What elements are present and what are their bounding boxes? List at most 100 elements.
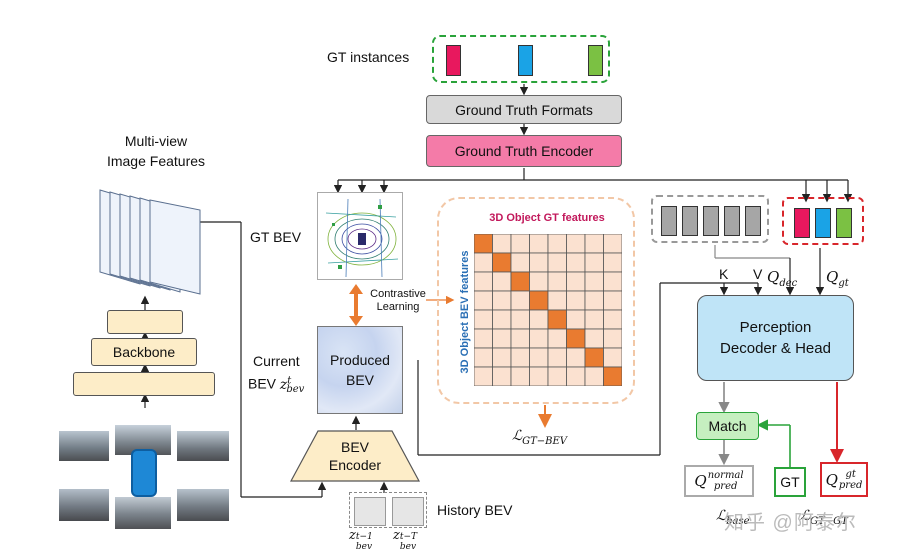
matrix-cell xyxy=(603,347,622,368)
matrix-cell-diagonal xyxy=(547,309,567,330)
produced-bev-line1: Produced xyxy=(330,352,390,368)
matrix-cell xyxy=(492,309,512,330)
matrix-cell-diagonal xyxy=(603,366,622,386)
matrix-cell-diagonal xyxy=(529,290,549,311)
camera-image-back xyxy=(115,497,171,529)
matrix-cell xyxy=(566,252,586,273)
matrix-cell xyxy=(510,309,530,330)
loss-base: ℒbase xyxy=(716,508,750,527)
matrix-cell xyxy=(474,290,493,311)
q-gt-label: Qgt xyxy=(826,268,849,289)
feature-neck-block xyxy=(107,310,183,334)
matrix-cell xyxy=(474,309,493,330)
ground-truth-formats-box: Ground Truth Formats xyxy=(426,95,622,124)
multiview-label-line1: Multi-view xyxy=(124,133,188,149)
backbone-box: Backbone xyxy=(91,338,197,366)
matrix-cell xyxy=(492,234,512,254)
camera-image-front-right xyxy=(177,431,229,461)
match-box: Match xyxy=(696,412,759,440)
q-dec-label: Qdec xyxy=(767,268,798,289)
decoder-query-3 xyxy=(703,206,719,236)
matrix-cell xyxy=(584,290,604,311)
match-label: Match xyxy=(708,418,747,434)
multi-camera-images xyxy=(53,425,233,530)
matrix-cell xyxy=(492,271,512,292)
gt-instance-pink xyxy=(446,45,461,76)
matrix-cell xyxy=(474,252,493,273)
gt-box: GT xyxy=(774,467,806,497)
matrix-cell xyxy=(584,328,604,349)
matrix-cell xyxy=(492,347,512,368)
matrix-cell xyxy=(584,252,604,273)
ego-car-icon xyxy=(131,449,157,497)
obj-bev-features-title: 3D Object BEV features xyxy=(459,250,471,374)
perception-line2: Decoder & Head xyxy=(720,340,831,357)
decoder-query-5 xyxy=(745,206,761,236)
matrix-cell xyxy=(547,234,567,254)
history-bev-label: History BEV xyxy=(437,502,513,518)
matrix-cell xyxy=(603,328,622,349)
matrix-cell xyxy=(492,366,512,386)
bev-encoder-line1: BEV xyxy=(340,439,369,455)
matrix-cell xyxy=(603,234,622,254)
similarity-matrix xyxy=(474,234,622,386)
k-label: K xyxy=(719,266,729,282)
backbone-label: Backbone xyxy=(112,344,176,360)
matrix-cell xyxy=(584,366,604,386)
gt-instance-green xyxy=(588,45,603,76)
input-stem-block xyxy=(73,372,215,396)
matrix-cell xyxy=(510,252,530,273)
gt-instances-group xyxy=(432,35,610,83)
multiview-feature-stack xyxy=(96,180,206,298)
matrix-cell xyxy=(566,347,586,368)
camera-image-back-right xyxy=(177,489,229,521)
gt-queries-group xyxy=(782,197,864,245)
matrix-cell xyxy=(603,271,622,292)
matrix-cell xyxy=(492,328,512,349)
perception-decoder-box: Perception Decoder & Head xyxy=(697,295,854,381)
contrastive-line2: Learning xyxy=(376,301,420,313)
current-bev-line1: Current xyxy=(253,353,300,369)
loss-gt-bev: ℒGT−BEV xyxy=(512,428,568,447)
matrix-cell xyxy=(474,328,493,349)
gt-bev-map xyxy=(317,192,403,280)
produced-bev-box: Produced BEV xyxy=(317,326,403,414)
matrix-cell xyxy=(603,290,622,311)
history-bev-tile-2 xyxy=(392,497,424,526)
decoder-query-4 xyxy=(724,206,740,236)
ground-truth-formats-label: Ground Truth Formats xyxy=(455,101,593,118)
matrix-cell xyxy=(510,234,530,254)
matrix-cell xyxy=(529,271,549,292)
matrix-cell xyxy=(547,366,567,386)
gt-query-pink xyxy=(794,208,810,238)
produced-bev-line2: BEV xyxy=(345,372,374,388)
matrix-cell xyxy=(474,366,493,386)
matrix-cell xyxy=(529,234,549,254)
matrix-cell xyxy=(510,290,530,311)
matrix-cell xyxy=(603,252,622,273)
matrix-cell xyxy=(510,347,530,368)
matrix-cell xyxy=(529,309,549,330)
matrix-cell-diagonal xyxy=(492,252,512,273)
ground-truth-encoder-label: Ground Truth Encoder xyxy=(454,143,594,159)
matrix-cell-diagonal xyxy=(584,347,604,368)
gt-box-label: GT xyxy=(780,474,800,490)
matrix-cell-diagonal xyxy=(474,234,493,254)
bev-encoder-block: BEV Encoder xyxy=(290,430,420,482)
matrix-cell xyxy=(510,366,530,386)
multiview-label-line2: Image Features xyxy=(106,153,206,169)
current-bev-label: Current BEV ztbev xyxy=(248,352,314,399)
loss-gt-gt: ℒGT−GT xyxy=(800,508,848,527)
matrix-cell xyxy=(474,271,493,292)
feature-grid-panel xyxy=(437,197,635,404)
history-bev-tile-1 xyxy=(354,497,386,526)
perception-line1: Perception xyxy=(739,319,812,336)
matrix-cell xyxy=(547,290,567,311)
matrix-cell xyxy=(584,309,604,330)
gt-query-blue xyxy=(815,208,831,238)
gt-instance-blue xyxy=(518,45,533,76)
